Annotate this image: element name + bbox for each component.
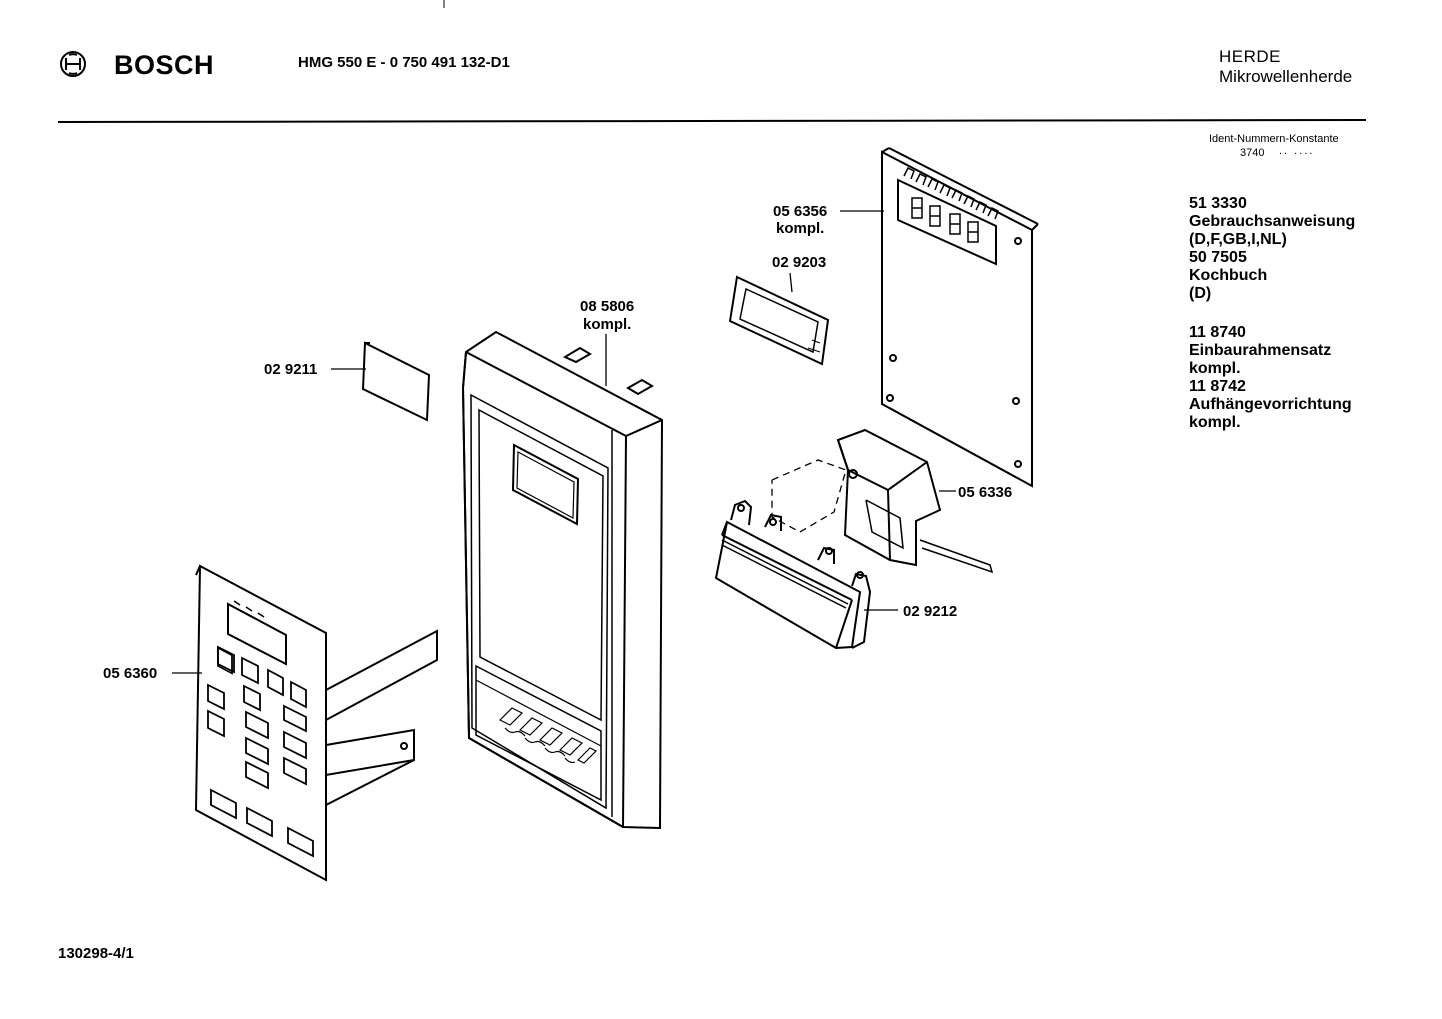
subcategory-title: Mikrowellenherde [1219,67,1353,86]
part-label-029203: 02 9203 [772,254,827,271]
accessory-desc: (D,F,GB,I,NL) [1189,231,1287,248]
part-label-056356-note: kompl. [776,220,825,237]
front-panel-part [461,330,664,830]
accessory-number: 51 3330 [1189,195,1247,212]
part-label-029211: 02 9211 [264,361,318,378]
accessory-desc: Kochbuch [1189,267,1268,284]
brand-name: BOSCH [114,50,215,80]
header-rule [57,119,1367,123]
accessory-desc: kompl. [1189,414,1241,431]
bracket-part [771,428,994,574]
part-label-056360: 05 6360 [103,665,158,682]
accessory-desc: kompl. [1189,360,1241,377]
part-label-085806: 08 5806 [580,298,635,315]
plate-part [361,341,431,422]
ident-dots: .. .... [1279,145,1315,157]
part-label-029212: 02 9212 [903,603,958,620]
circuit-board-part [881,147,1039,488]
accessory-desc: Einbaurahmensatz [1189,342,1332,359]
part-label-056336: 05 6336 [958,484,1013,501]
accessory-number: 50 7505 [1189,249,1247,266]
accessory-number: 11 8740 [1189,324,1246,341]
accessory-desc: Gebrauchsanweisung [1189,213,1356,230]
window-frame-part [728,275,830,366]
model-number: HMG 550 E - 0 750 491 132-D1 [298,54,510,71]
part-label-056356: 05 6356 [773,203,828,220]
accessory-number: 11 8742 [1189,378,1246,395]
bosch-logo-icon [60,51,86,77]
part-label-085806-note: kompl. [583,316,632,333]
ident-value: 3740 [1240,147,1265,159]
accessory-desc: Aufhängevorrichtung [1189,396,1352,413]
keypad-foil-part [194,564,438,882]
leader-lines [172,210,956,674]
ident-label: Ident-Nummern-Konstante [1209,133,1339,145]
drawing-id: 130298-4/1 [58,945,134,962]
category-title: HERDE [1219,47,1282,66]
accessory-desc: (D) [1189,285,1212,302]
latch-part [714,499,872,650]
